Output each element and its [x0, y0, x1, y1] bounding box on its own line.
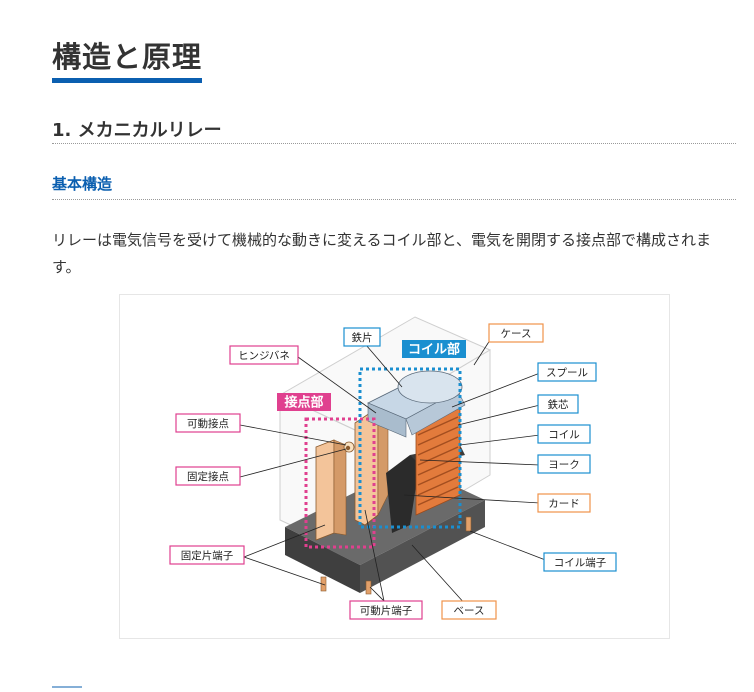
label-base: ベース — [454, 605, 485, 617]
page-title: 構造と原理 — [52, 40, 203, 74]
intro-paragraph: リレーは電気信号を受けて機械的な動きに変えるコイル部と、電気を開閉する接点部で構… — [52, 231, 711, 276]
coil-section-label: コイル部 — [408, 342, 460, 358]
callout-card: カード — [537, 493, 591, 513]
label-fixed-contact: 固定接点 — [187, 470, 229, 483]
label-yoke: ヨーク — [548, 459, 580, 471]
label-card: カード — [548, 498, 580, 510]
fixed-piece — [315, 439, 347, 541]
relay-diagram: コイル部 接点部 鉄片 ケース ヒンジバネ スプール 鉄芯 可動接点 — [169, 316, 617, 620]
callout-fixed-contact: 固定接点 — [175, 466, 241, 486]
label-spool: スプール — [546, 367, 588, 379]
callout-coil-terminal: コイル端子 — [543, 552, 617, 572]
coil-section-box — [358, 367, 462, 529]
label-coil: コイル — [548, 429, 580, 441]
sub-heading: 基本構造 — [52, 175, 113, 193]
label-armature: 鉄片 — [352, 331, 373, 344]
section-divider — [52, 143, 736, 144]
label-fixed-terminal: 固定片端子 — [181, 549, 234, 562]
leader-lines — [239, 336, 549, 606]
label-coil-terminal: コイル端子 — [554, 556, 607, 569]
callout-coil: コイル — [537, 424, 591, 444]
section-heading: 1. メカニカルリレー — [52, 120, 222, 141]
contact-section-label: 接点部 — [284, 395, 323, 411]
callout-yoke: ヨーク — [537, 454, 591, 474]
contact-section-tag — [277, 393, 331, 411]
callout-movable-terminal: 可動片端子 — [349, 600, 423, 620]
callout-spool: スプール — [537, 362, 597, 382]
armature — [367, 370, 466, 438]
next-section-hint — [52, 686, 82, 688]
callout-movable-contact: 可動接点 — [175, 413, 241, 433]
fixed-contact-point — [345, 445, 351, 451]
label-movable-contact: 可動接点 — [187, 417, 229, 430]
callout-fixed-terminal: 固定片端子 — [169, 545, 245, 565]
contact-section-box — [304, 417, 376, 549]
relay-structure-figure: コイル部 接点部 鉄片 ケース ヒンジバネ スプール 鉄芯 可動接点 — [119, 294, 670, 639]
callout-armature: 鉄片 — [343, 327, 381, 347]
label-movable-terminal: 可動片端子 — [360, 604, 413, 617]
label-case: ケース — [501, 328, 532, 340]
title-underline — [52, 78, 202, 83]
callout-iron-core: 鉄芯 — [537, 394, 579, 414]
callout-hinge-spring: ヒンジバネ — [229, 345, 299, 365]
callout-base: ベース — [441, 600, 497, 620]
label-iron-core: 鉄芯 — [548, 398, 569, 411]
sub-heading-divider — [52, 199, 736, 200]
callout-case: ケース — [488, 323, 544, 343]
coil-section-tag — [402, 340, 466, 358]
label-hinge-spring: ヒンジバネ — [238, 350, 290, 362]
